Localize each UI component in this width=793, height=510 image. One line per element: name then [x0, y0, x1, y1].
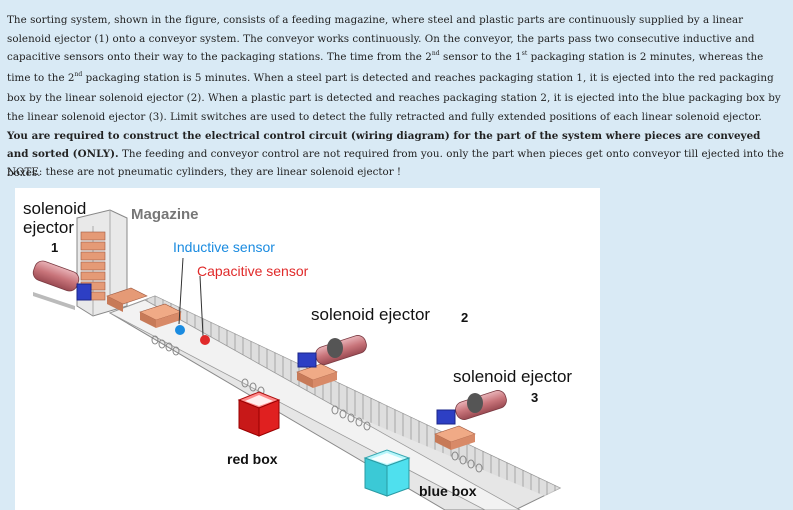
inductive-sensor-dot: [175, 325, 185, 335]
superscript-nd-1: nd: [431, 50, 440, 58]
capacitive-sensor-leader: [199, 275, 204, 337]
inductive-sensor-leader: [178, 257, 184, 325]
sorting-system-figure: solenoid ejector 1 Magazine Inductive se…: [15, 188, 600, 510]
parts-on-conveyor: [139, 303, 476, 450]
label-solenoid-1-line2: ejector: [23, 218, 74, 237]
label-blue-box: blue box: [419, 483, 477, 499]
solenoid-ejector-2: [297, 335, 367, 368]
paragraph-text-2: sensor to the 1: [439, 51, 522, 64]
problem-paragraph: The sorting system, shown in the figure,…: [7, 11, 785, 182]
superscript-st: st: [521, 50, 528, 58]
label-capacitive-sensor: Capacitive sensor: [197, 263, 309, 279]
label-red-box: red box: [227, 451, 278, 467]
label-solenoid-ejector-2: solenoid ejector: [311, 305, 430, 324]
paragraph-text-3: packaging station is 2 minutes, whereas …: [7, 51, 764, 84]
label-solenoid-ejector-3-number: 3: [531, 390, 538, 405]
label-solenoid-ejector-2-number: 2: [461, 310, 468, 325]
note-text: NOTE: these are not pneumatic cylinders,…: [7, 166, 402, 178]
paragraph-bold-requirement: You are required to construct the electr…: [7, 129, 761, 161]
label-solenoid-1-number: 1: [51, 240, 58, 255]
figure-canvas: solenoid ejector 1 Magazine Inductive se…: [23, 199, 572, 510]
label-solenoid-ejector-3: solenoid ejector: [453, 367, 572, 386]
label-solenoid-1-line1: solenoid: [23, 199, 86, 218]
blue-box: [363, 449, 411, 497]
label-magazine: Magazine: [131, 206, 199, 223]
solenoid-ejector-3: [436, 390, 507, 425]
superscript-nd-2: nd: [74, 70, 83, 78]
paragraph-text-5: The feeding and conveyor control are not…: [7, 148, 784, 179]
red-box: [237, 391, 281, 437]
paragraph-text-4: packaging station is 5 minutes. When a s…: [7, 71, 781, 123]
capacitive-sensor-dot: [200, 335, 210, 345]
solenoid-ejector-1: [32, 260, 92, 310]
paragraph-text-1: The sorting system, shown in the figure,…: [7, 14, 755, 64]
magazine-parts: [80, 231, 106, 301]
label-inductive-sensor: Inductive sensor: [173, 239, 275, 255]
